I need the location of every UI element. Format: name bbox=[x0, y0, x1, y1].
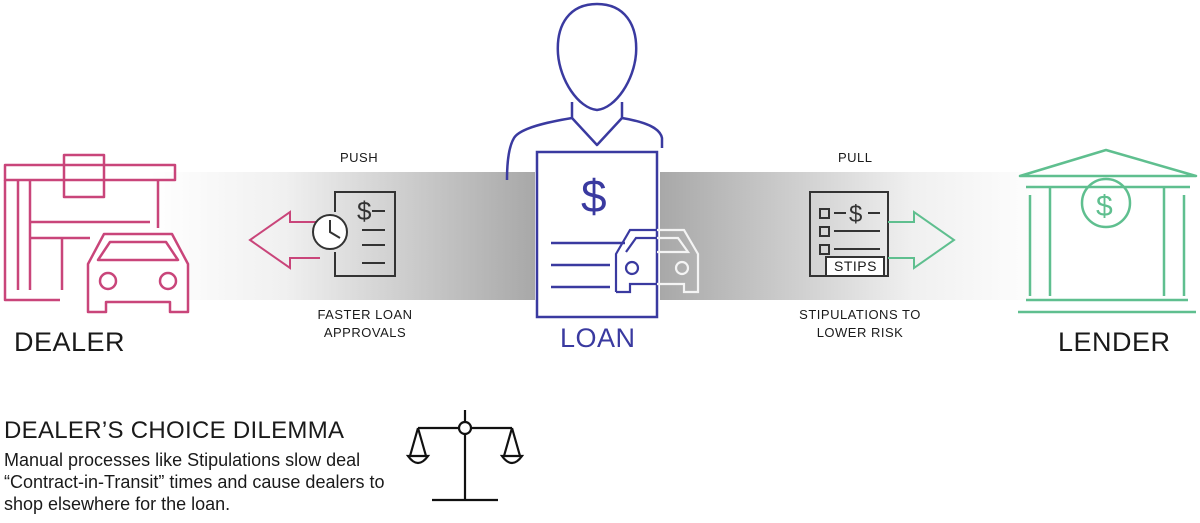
flow-band bbox=[150, 172, 1050, 300]
clock-document-icon: $ bbox=[312, 191, 396, 277]
checklist-document-icon: $ bbox=[809, 191, 889, 277]
stips-tag: STIPS bbox=[834, 258, 877, 274]
pull-label: PULL bbox=[838, 150, 873, 165]
svg-text:$: $ bbox=[849, 201, 862, 228]
store-icon bbox=[3, 153, 177, 302]
car-icon bbox=[86, 232, 190, 314]
dilemma-title: DEALER’S CHOICE DILEMMA bbox=[4, 417, 345, 444]
svg-text:$: $ bbox=[1096, 190, 1113, 223]
push-label: PUSH bbox=[340, 150, 379, 165]
balance-scale-icon bbox=[405, 410, 525, 502]
faster-loan-label: FASTER LOAN APPROVALS bbox=[317, 307, 413, 340]
dealer-label: DEALER bbox=[14, 327, 126, 357]
bank-icon: $ bbox=[1018, 148, 1198, 314]
person-icon bbox=[505, 2, 664, 181]
svg-text:$: $ bbox=[357, 196, 372, 226]
loan-document-icon: $ bbox=[535, 150, 700, 319]
stipulations-label: STIPULATIONS TO LOWER RISK bbox=[799, 307, 921, 340]
arrow-right-icon bbox=[888, 210, 956, 270]
dilemma-body: Manual processes like Stipulations slow … bbox=[4, 450, 385, 514]
arrow-left-icon bbox=[248, 210, 320, 270]
dollar-icon: $ bbox=[581, 170, 607, 222]
loan-label: LOAN bbox=[560, 323, 636, 353]
lender-label: LENDER bbox=[1058, 327, 1171, 357]
